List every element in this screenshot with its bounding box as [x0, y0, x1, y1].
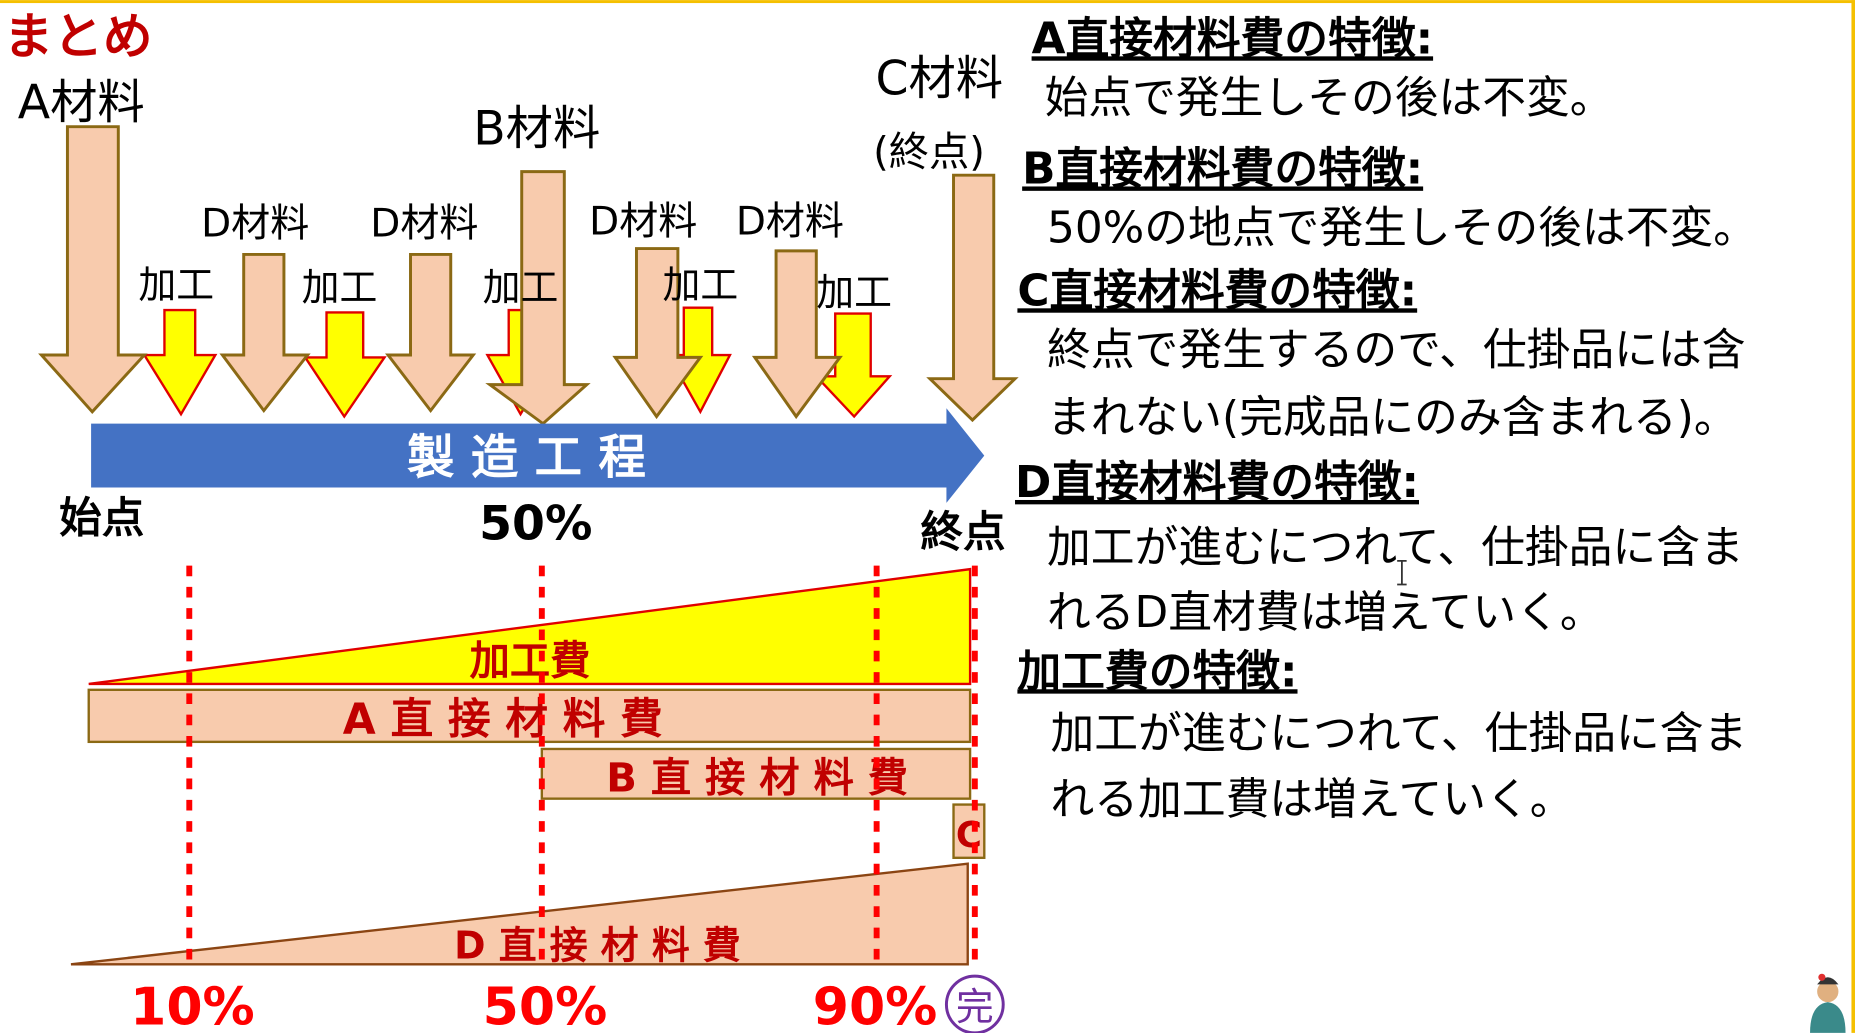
label-d-material-2: D材料 [370, 202, 478, 247]
material-d-arrow-icon [385, 252, 477, 414]
label-d-material-4: D材料 [736, 199, 844, 244]
manufacturing-process-arrow [91, 408, 985, 503]
progress-50-label: 50% [483, 978, 608, 1033]
label-processing-5: 加工 [816, 270, 892, 314]
midpoint-label: 50% [479, 497, 592, 552]
progress-guides [186, 565, 978, 971]
progress-10-label: 10% [130, 978, 255, 1033]
manufacturing-process-label: 製 造 工 程 [407, 430, 646, 485]
note-processing-heading: 加工費の特徴: [1017, 646, 1297, 697]
note-c-text-1: 終点で発生するので、仕掛品には含 [1047, 324, 1746, 375]
d-cost-label: D 直 接 材 料 費 [454, 923, 741, 967]
label-a-material: A材料 [18, 75, 145, 130]
material-arrows [38, 125, 1019, 426]
note-d-text-1: 加工が進むにつれて、仕掛品に含ま [1047, 522, 1744, 573]
label-processing-3: 加工 [483, 266, 559, 310]
note-processing-text-2: れる加工費は増えていく。 [1051, 774, 1574, 825]
complete-label: 完 [956, 985, 994, 1029]
processing-arrow-icon [142, 308, 218, 417]
note-b-heading: B直接材料費の特徴: [1022, 143, 1423, 194]
material-d-arrow-icon [751, 249, 843, 420]
c-cost-bar [952, 803, 986, 859]
note-b-text: 50%の地点で発生しその後は不変。 [1047, 203, 1757, 254]
right-border [1851, 0, 1855, 1033]
progress-90-label: 90% [813, 978, 938, 1033]
top-border [0, 0, 1855, 4]
note-d-heading: D直接材料費の特徴: [1015, 457, 1419, 508]
label-d-material-1: D材料 [201, 202, 309, 247]
end-point-label: 終点 [920, 508, 1005, 558]
material-b-arrow-icon [485, 170, 591, 426]
processing-arrow-icon [303, 311, 387, 419]
processing-arrow-icon [813, 312, 893, 419]
material-d-arrow-icon [219, 252, 311, 414]
label-c-material: C材料 [875, 52, 1003, 107]
processing-cost-triangle [88, 567, 972, 686]
presenter-avatar-icon [1810, 973, 1846, 1033]
material-d-arrow-icon [612, 247, 704, 420]
label-processing-4: 加工 [663, 263, 739, 307]
label-processing-1: 加工 [138, 263, 214, 307]
c-cost-label: C [956, 815, 982, 856]
start-point-label: 始点 [59, 493, 144, 543]
note-c-text-2: まれない(完成品にのみ含まれる)。 [1047, 392, 1738, 443]
d-cost-triangle [70, 862, 969, 966]
b-cost-label: B 直 接 材 料 費 [606, 756, 908, 802]
note-d-text-2: れるD直材費は増えていく。 [1047, 587, 1604, 638]
label-c-endpoint: (終点) [873, 130, 985, 176]
text-cursor-icon [1397, 559, 1407, 586]
label-d-material-3: D材料 [589, 199, 697, 244]
note-processing-text-1: 加工が進むにつれて、仕掛品に含ま [1051, 708, 1748, 759]
label-processing-2: 加工 [302, 266, 378, 310]
material-c-arrow-icon [926, 173, 1019, 423]
material-a-arrow-icon [38, 125, 148, 415]
processing-cost-label: 加工費 [470, 638, 591, 684]
a-cost-label: A 直 接 材 料 費 [343, 695, 663, 745]
a-cost-bar [87, 688, 972, 744]
slide-title: まとめ [4, 7, 153, 65]
note-a-heading: A直接材料費の特徴: [1032, 13, 1434, 64]
b-cost-bar [540, 747, 972, 800]
note-a-text: 始点で発生しその後は不変。 [1045, 72, 1614, 123]
notes-panel: A直接材料費の特徴: 始点で発生しその後は不変。 B直接材料費の特徴: 50%の… [1015, 13, 1757, 825]
label-b-material: B材料 [473, 101, 600, 156]
note-c-heading: C直接材料費の特徴: [1017, 265, 1417, 316]
